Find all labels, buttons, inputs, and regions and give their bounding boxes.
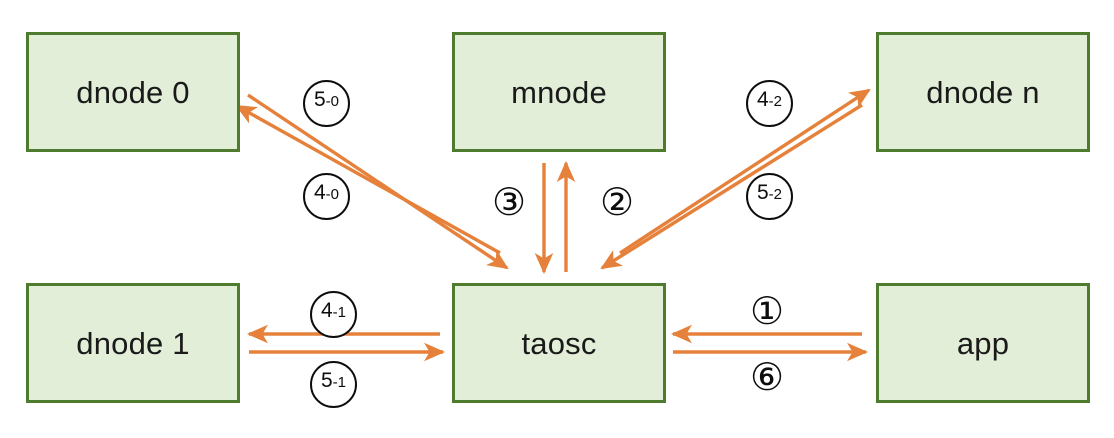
edge-badge-5-2-minor: -2 (768, 186, 783, 203)
edge-label-2: ② (599, 180, 635, 224)
node-label-app: app (956, 325, 1010, 361)
edge-badge-5-1-minor: -1 (332, 374, 347, 391)
node-mnode[interactable]: mnode (452, 32, 666, 152)
edge-badge-5-0: 5 -0 (303, 80, 350, 127)
node-label-dnode1: dnode 1 (76, 325, 190, 361)
edge-label-3: ③ (491, 180, 527, 224)
edge-badge-4-1-major: 4 (320, 299, 333, 322)
node-app[interactable]: app (876, 283, 1090, 403)
node-label-dnode0: dnode 0 (76, 74, 190, 110)
edge-badge-4-2-major: 4 (756, 88, 769, 111)
edge-badge-4-1: 4 -1 (310, 291, 357, 338)
edge-badge-5-0-minor: -0 (325, 93, 340, 110)
edge-badge-4-0: 4 -0 (303, 173, 350, 220)
edge-badge-5-2-major: 5 (756, 181, 769, 204)
node-label-mnode: mnode (511, 74, 607, 110)
edge-label-1: ① (749, 289, 785, 333)
edge-badge-5-1-major: 5 (320, 369, 333, 392)
edge-badge-4-2-minor: -2 (768, 93, 783, 110)
edge-badge-5-1: 5 -1 (310, 361, 357, 408)
node-dnode0[interactable]: dnode 0 (26, 32, 240, 152)
edge-badge-4-1-minor: -1 (332, 304, 347, 321)
node-label-taosc: taosc (521, 325, 597, 361)
edge-badge-4-2: 4 -2 (746, 80, 793, 127)
node-dnode1[interactable]: dnode 1 (26, 283, 240, 403)
node-label-dnoden: dnode n (926, 74, 1040, 110)
node-dnoden[interactable]: dnode n (876, 32, 1090, 152)
edge-badge-4-0-minor: -0 (325, 186, 340, 203)
edge-badge-4-0-major: 4 (313, 181, 326, 204)
edge-badge-5-0-major: 5 (313, 88, 326, 111)
node-taosc[interactable]: taosc (452, 283, 666, 403)
edge-badge-5-2: 5 -2 (746, 173, 793, 220)
edge-label-6: ⑥ (749, 355, 785, 399)
